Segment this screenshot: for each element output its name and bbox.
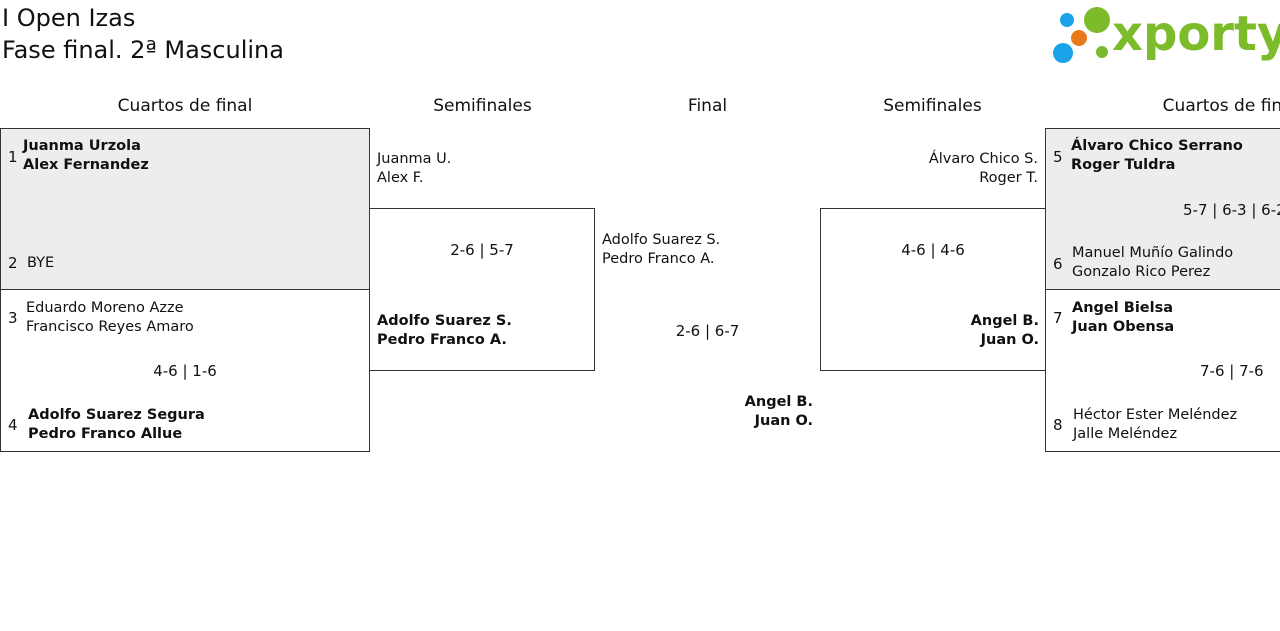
seed-number: 7 <box>1053 309 1063 327</box>
match-score: 5-7 | 6-3 | 6-2 <box>1183 201 1280 219</box>
player-name: BYE <box>27 255 55 271</box>
column-header-qf-left: Cuartos de final <box>117 96 253 116</box>
match-score: 4-6 | 1-6 <box>153 362 217 380</box>
player-name: Adolfo Suarez S. <box>602 232 721 248</box>
player-name: Roger Tuldra <box>1071 157 1176 173</box>
player-name: Juanma Urzola <box>23 138 141 154</box>
seed-number: 1 <box>8 148 18 166</box>
sf-left-team-b: Adolfo Suarez S. Pedro Franco A. <box>377 312 512 350</box>
column-header-qf-right: Cuartos de final <box>1162 96 1280 116</box>
match-score: 4-6 | 4-6 <box>901 241 965 259</box>
tournament-subtitle: Fase final. 2ª Masculina <box>2 36 284 64</box>
seed-number: 8 <box>1053 416 1063 434</box>
sf-right-match[interactable]: 4-6 | 4-6 Angel B. Juan O. <box>820 208 1046 371</box>
final-score: 2-6 | 6-7 <box>675 322 740 340</box>
player-name: Pedro Franco A. <box>377 332 507 348</box>
qf-left-match-2[interactable]: 3 Eduardo Moreno Azze Francisco Reyes Am… <box>0 289 370 452</box>
seed-number: 3 <box>8 309 18 327</box>
seed-number: 2 <box>8 254 18 272</box>
team-a-names: Álvaro Chico Serrano Roger Tuldra <box>1071 137 1243 175</box>
sf-left-team-a: Juanma U. Alex F. <box>377 150 451 188</box>
player-name: Francisco Reyes Amaro <box>26 319 194 335</box>
player-name: Angel B. <box>970 313 1039 329</box>
xporty-logo: xporty <box>1050 4 1280 68</box>
seed-number: 4 <box>8 416 18 434</box>
player-name: Roger T. <box>979 170 1038 186</box>
qf-left-match-1[interactable]: 1 Juanma Urzola Alex Fernandez 2 BYE <box>0 128 370 290</box>
team-b-names: BYE <box>27 254 54 273</box>
final-team-a: Adolfo Suarez S. Pedro Franco A. <box>602 231 720 269</box>
final-team-b: Angel B. Juan O. <box>700 393 813 431</box>
qf-right-match-1[interactable]: 5 Álvaro Chico Serrano Roger Tuldra 5-7 … <box>1045 128 1280 290</box>
team-a-names: Eduardo Moreno Azze Francisco Reyes Amar… <box>26 299 194 337</box>
team-b-names: Adolfo Suarez Segura Pedro Franco Allue <box>28 406 205 444</box>
match-score: 7-6 | 7-6 <box>1200 362 1264 380</box>
player-name: Adolfo Suarez Segura <box>28 407 205 423</box>
logo-dots-icon <box>1053 7 1110 63</box>
seed-number: 5 <box>1053 148 1063 166</box>
column-header-final: Final <box>687 96 728 116</box>
player-name: Álvaro Chico Serrano <box>1071 138 1243 154</box>
sf-right-team-a: Álvaro Chico S. Roger T. <box>880 150 1038 188</box>
player-name: Álvaro Chico S. <box>928 151 1038 167</box>
player-name: Manuel Muñío Galindo <box>1072 245 1234 261</box>
match-score: 2-6 | 5-7 <box>450 241 514 259</box>
team-a-names: Juanma Urzola Alex Fernandez <box>23 137 149 175</box>
logo-wordmark: xporty <box>1112 6 1280 62</box>
player-name: Angel Bielsa <box>1072 300 1174 316</box>
player-name: Juanma U. <box>377 151 452 167</box>
player-name: Eduardo Moreno Azze <box>26 300 184 316</box>
player-name: Gonzalo Rico Perez <box>1072 264 1211 280</box>
player-name: Pedro Franco Allue <box>28 426 183 442</box>
team-a-names: Angel Bielsa Juan Obensa <box>1072 299 1174 337</box>
player-name: Adolfo Suarez S. <box>377 313 512 329</box>
player-name: Alex Fernandez <box>23 157 149 173</box>
tournament-title: I Open Izas <box>2 4 136 32</box>
qf-right-match-2[interactable]: 7 Angel Bielsa Juan Obensa 7-6 | 7-6 8 H… <box>1045 289 1280 452</box>
player-name: Juan O. <box>754 413 813 429</box>
player-name: Juan O. <box>980 332 1039 348</box>
sf-left-match[interactable]: 2-6 | 5-7 Adolfo Suarez S. Pedro Franco … <box>369 208 595 371</box>
column-header-sf-left: Semifinales <box>433 96 532 116</box>
team-b-names: Manuel Muñío Galindo Gonzalo Rico Perez <box>1072 244 1233 282</box>
player-name: Jalle Meléndez <box>1073 426 1178 442</box>
column-header-sf-right: Semifinales <box>883 96 982 116</box>
seed-number: 6 <box>1053 255 1063 273</box>
sf-right-team-b: Angel B. Juan O. <box>881 312 1039 350</box>
player-name: Angel B. <box>744 394 813 410</box>
player-name: Alex F. <box>377 170 424 186</box>
player-name: Héctor Ester Meléndez <box>1073 407 1238 423</box>
player-name: Juan Obensa <box>1072 319 1175 335</box>
player-name: Pedro Franco A. <box>602 251 715 267</box>
team-b-names: Héctor Ester Meléndez Jalle Meléndez <box>1073 406 1237 444</box>
